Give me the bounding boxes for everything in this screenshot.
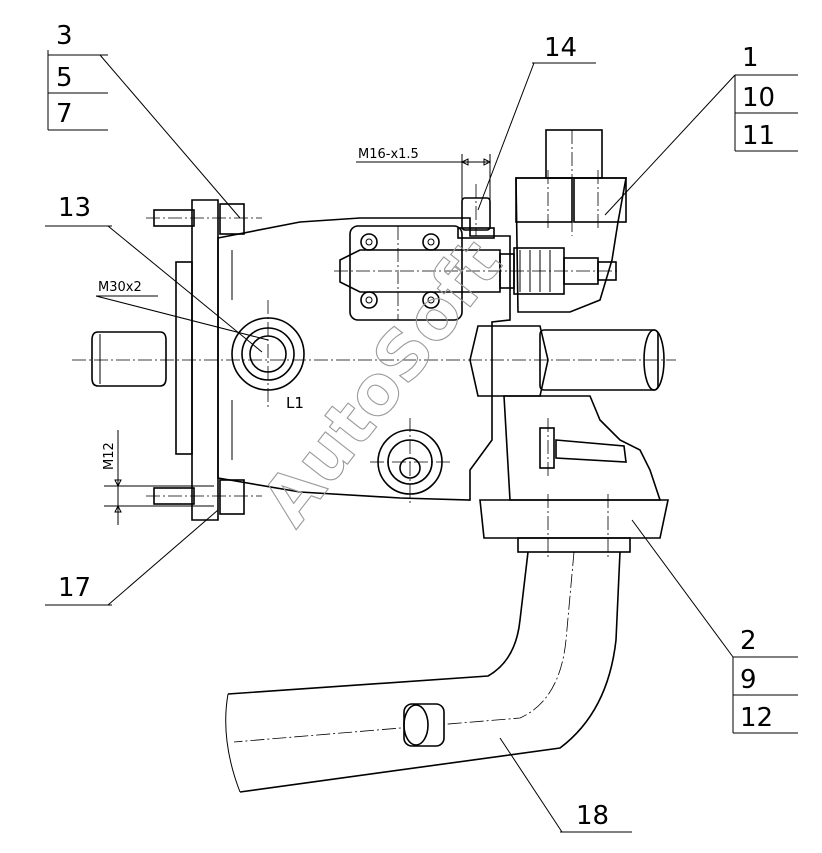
callout-10: 10	[742, 83, 775, 113]
callout-13: 13	[58, 193, 91, 223]
callout-17: 17	[58, 573, 91, 603]
callout-group-17: 17	[45, 509, 219, 606]
callout-group-14: 14	[477, 33, 596, 211]
center-lines	[72, 130, 676, 560]
outlet-pipe	[225, 551, 621, 793]
dimension-label-m16: M16-x1.5	[358, 147, 419, 162]
dimension-label-m12: M12	[102, 442, 117, 470]
callout-group-13: 13	[45, 193, 263, 353]
callout-11: 11	[742, 121, 775, 151]
callout-1: 1	[742, 43, 759, 73]
callout-group-18: 18	[499, 737, 632, 833]
callout-7: 7	[56, 99, 73, 129]
callout-9: 9	[740, 665, 757, 695]
dimension-label-m30: M30x2	[98, 280, 142, 295]
callout-2: 2	[740, 626, 757, 656]
callout-18: 18	[576, 801, 609, 831]
callout-12: 12	[740, 703, 773, 733]
port-label-l1: L1	[286, 394, 304, 412]
dimension-m30: M30x2	[95, 280, 269, 341]
callout-14: 14	[544, 33, 577, 63]
watermark-text: AutoSoft	[247, 225, 517, 540]
callout-5: 5	[56, 63, 73, 93]
callout-group-2-9-12: 2 9 12	[631, 519, 798, 734]
dimension-m12: M12	[102, 430, 214, 525]
callout-3: 3	[56, 21, 73, 51]
dimension-m16: M16-x1.5	[356, 147, 492, 205]
callout-group-1-10-11: 1 10 11	[604, 43, 798, 216]
callout-group-3-5-7: 3 5 7	[47, 21, 241, 219]
